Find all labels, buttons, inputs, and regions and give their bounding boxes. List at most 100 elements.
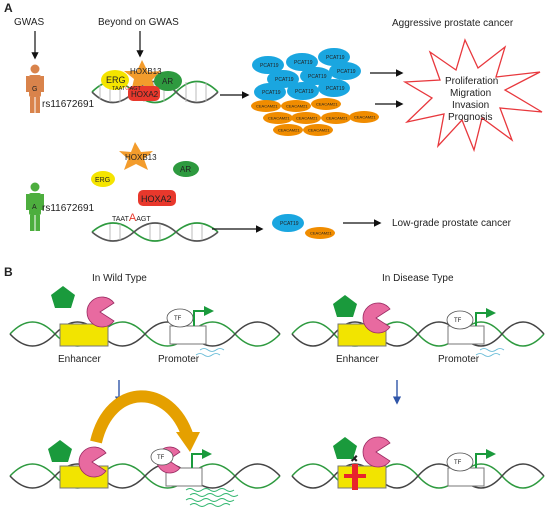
hoxa2-label-top: HOXA2 <box>131 90 159 99</box>
ar-shape-bottom <box>173 161 199 177</box>
dna-helix-dt-top <box>291 321 545 347</box>
person-icon-bottom <box>26 182 44 231</box>
hoxb13-star-top <box>124 60 161 93</box>
transcript-wt-top <box>195 348 225 357</box>
hoxa2-label-bottom: HOXA2 <box>141 194 172 204</box>
svg-text:CEACAM21: CEACAM21 <box>310 231 332 236</box>
pcat19-blob: PCAT19 <box>287 82 319 100</box>
outcome-migration: Migration <box>450 88 491 99</box>
pcat19-blob: PCAT19 <box>318 79 350 97</box>
erg-shape-top <box>101 70 129 90</box>
hoxb13-label-top: HOXB13 <box>130 67 162 76</box>
ceacam21-blob-bottom: CEACAM21 <box>305 227 335 239</box>
gwas-label: GWAS <box>14 17 45 28</box>
outcome-invasion: Invasion <box>452 100 489 111</box>
promoter-box-dt-top <box>447 325 485 345</box>
svg-text:PCAT19: PCAT19 <box>260 63 279 69</box>
promoter-label-dt: Promoter <box>438 354 480 365</box>
low-grade-label: Low-grade prostate cancer <box>392 218 512 229</box>
hoxa2-shape-top <box>128 86 160 101</box>
svg-text:CEACAM21: CEACAM21 <box>296 116 318 121</box>
enhancer-label-dt: Enhancer <box>336 354 379 365</box>
tss-arrow-wt-top <box>193 306 214 326</box>
pacman-dt-bottom <box>362 436 391 468</box>
tf-label-dt-bottom: TF <box>454 460 462 466</box>
svg-text:CEACAM21: CEACAM21 <box>268 116 290 121</box>
ceacam21-blob: CEACAM21 <box>263 112 293 124</box>
disease-type-title: In Disease Type <box>382 273 454 284</box>
svg-text:PCAT19: PCAT19 <box>294 60 313 66</box>
tss-arrow-dt-bottom <box>475 449 496 468</box>
pacman-wt-bottom <box>78 446 107 478</box>
pcat19-blob-bottom: PCAT19 <box>272 214 304 232</box>
svg-text:CEACAM21: CEACAM21 <box>278 128 300 133</box>
svg-text:CEACAM21: CEACAM21 <box>256 104 278 109</box>
svg-text:CEACAM21: CEACAM21 <box>286 104 308 109</box>
outcome-prognosis: Prognosis <box>448 112 492 123</box>
ceacam21-cluster: CEACAM21 CEACAM21 CEACAM21 CEACAM21 CEAC… <box>251 98 379 136</box>
beyond-gwas-label: Beyond on GWAS <box>98 17 179 28</box>
pcat19-blob: PCAT19 <box>329 62 361 80</box>
svg-text:PCAT19: PCAT19 <box>280 221 299 227</box>
tss-arrow-dt-top <box>475 308 496 326</box>
pentagon-dt-bottom <box>333 437 357 459</box>
ceacam21-blob: CEACAM21 <box>349 111 379 123</box>
ar-label-top: AR <box>162 77 173 86</box>
loop-arrow-wt <box>90 390 194 444</box>
aggressive-title: Aggressive prostate cancer <box>392 18 514 29</box>
pcat19-blob: PCAT19 <box>252 56 284 74</box>
svg-text:PCAT19: PCAT19 <box>308 74 327 80</box>
snp-label-bottom: rs11672691 <box>42 203 95 214</box>
dna-helix-bottom <box>91 222 219 242</box>
dna-helix-wt-top <box>9 321 281 347</box>
promoter-box-wt-top <box>169 325 207 345</box>
tf-label-wt-bottom: TF <box>157 455 165 461</box>
wild-type-title: In Wild Type <box>92 273 147 284</box>
hoxb13-label-bottom: HOXB13 <box>125 153 157 162</box>
ceacam21-blob: CEACAM21 <box>291 112 321 124</box>
dna-helix-wt-bottom <box>9 463 281 489</box>
outcome-starburst <box>402 38 543 153</box>
erg-shape-bottom <box>91 171 115 187</box>
tf-oval-wt-bottom <box>150 448 174 466</box>
ceacam21-blob: CEACAM21 <box>273 124 303 136</box>
svg-text:CEACAM21: CEACAM21 <box>354 115 376 120</box>
ceacam21-blob: CEACAM21 <box>311 98 341 110</box>
pacman-wt-top <box>86 296 115 328</box>
ceacam21-blob: CEACAM21 <box>251 100 281 112</box>
outcome-proliferation: Proliferation <box>445 76 498 87</box>
svg-text:CEACAM21: CEACAM21 <box>326 116 348 121</box>
enhancer-label-wt: Enhancer <box>58 354 101 365</box>
svg-text:PCAT19: PCAT19 <box>262 90 281 96</box>
tf-oval-dt-bottom <box>446 452 474 472</box>
svg-text:CEACAM21: CEACAM21 <box>316 102 338 107</box>
seq-bottom: TAATAAGT <box>112 212 151 224</box>
tf-oval-dt-top <box>446 310 474 330</box>
pcat19-blob: PCAT19 <box>254 83 286 101</box>
pcat19-blob: PCAT19 <box>318 48 350 66</box>
tf-label-dt-top: TF <box>454 318 462 324</box>
erg-label-bottom: ERG <box>95 177 110 184</box>
panel-a-label: A <box>4 1 13 15</box>
pcat19-cluster: PCAT19 PCAT19 PCAT19 PCAT19 PCAT19 PCAT1… <box>252 48 361 101</box>
snp-label-top: rs11672691 <box>42 99 95 110</box>
transcripts-wt-bottom <box>185 488 239 507</box>
pcat19-blob: PCAT19 <box>286 53 318 71</box>
promoter-box-dt-bottom <box>447 467 485 487</box>
allele-top: G <box>32 86 37 93</box>
pentagon-wt-bottom <box>48 440 72 462</box>
svg-text:PCAT19: PCAT19 <box>275 77 294 83</box>
ar-label-bottom: AR <box>180 165 191 174</box>
hoxa2-shape-bottom <box>138 190 176 206</box>
pacman-dt-top <box>362 302 391 334</box>
pentagon-dt-top <box>333 295 357 317</box>
promoter-label-wt: Promoter <box>158 354 200 365</box>
allele-bottom: A <box>32 204 37 211</box>
svg-text:PCAT19: PCAT19 <box>295 89 314 95</box>
promoter-box-wt-bottom <box>165 467 203 487</box>
svg-text:CEACAM21: CEACAM21 <box>308 128 330 133</box>
svg-text:PCAT19: PCAT19 <box>326 55 345 61</box>
pentagon-wt-top <box>51 286 75 308</box>
tss-arrow-wt-bottom <box>191 449 212 468</box>
